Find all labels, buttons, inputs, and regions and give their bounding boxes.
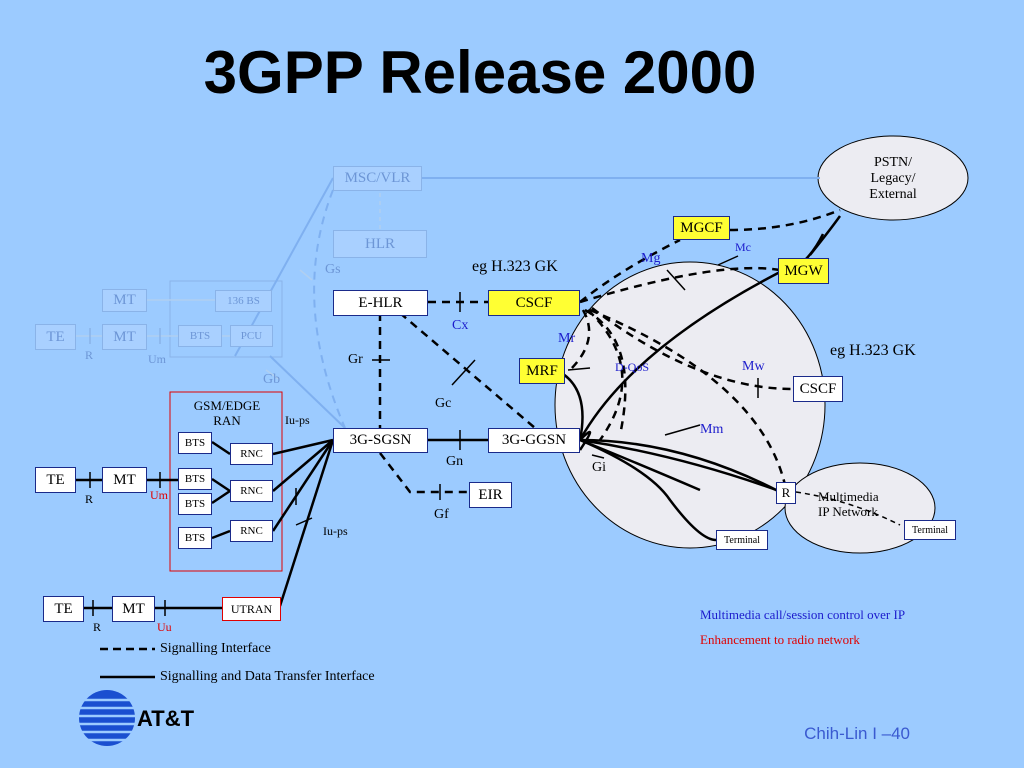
pcu-node: PCU — [230, 325, 273, 347]
mw-label: Mw — [742, 359, 765, 374]
r-bot-label: R — [93, 620, 102, 634]
mt-top-node: MT — [102, 289, 147, 312]
mc-label: Mc — [735, 240, 751, 254]
rnc-3-node: RNC — [230, 520, 273, 542]
rnc-1-node: RNC — [230, 443, 273, 465]
terminal-2-node: Terminal — [904, 520, 956, 540]
cscf-right-node: CSCF — [793, 376, 843, 402]
eir-node: EIR — [469, 482, 512, 508]
mrf-node: MRF — [519, 358, 565, 384]
hlr-node: HLR — [333, 230, 427, 258]
sgsn-node: 3G-SGSN — [333, 428, 428, 453]
mt-bot-node: MT — [112, 596, 155, 622]
iu-ps-bot-label: Iu-ps — [323, 524, 348, 538]
eg-h323-top-label: eg H.323 GK — [472, 258, 558, 275]
r-box-node: R — [776, 482, 796, 504]
terminal-1-node: Terminal — [716, 530, 768, 550]
bs136-node: 136 BS — [215, 290, 272, 312]
bts-3-node: BTS — [178, 493, 212, 515]
gn-label: Gn — [446, 454, 464, 469]
bts-4-node: BTS — [178, 527, 212, 549]
radio-note: Enhancement to radio network — [700, 632, 860, 647]
eg-h323-right-label: eg H.323 GK — [830, 342, 916, 359]
cscf-top-node: CSCF — [488, 290, 580, 316]
pstn-label: PSTN/ Legacy/ External — [869, 155, 917, 202]
multimedia-note: Multimedia call/session control over IP — [700, 607, 906, 622]
bts-1-node: BTS — [178, 432, 212, 454]
te-faded-node: TE — [35, 324, 76, 350]
te-bot-node: TE — [43, 596, 84, 622]
mgw-node: MGW — [778, 258, 829, 284]
rnc-2-node: RNC — [230, 480, 273, 502]
mm-label: Mm — [700, 422, 724, 437]
page-title: 3GPP Release 2000 — [203, 39, 757, 106]
slide-footer: Chih-Lin I –40 — [804, 724, 910, 743]
gsm-edge-ran-frame — [169, 391, 283, 572]
att-logo-text: AT&T — [137, 706, 195, 731]
e-hlr-node: E-HLR — [333, 290, 428, 316]
r-faded-label: R — [85, 348, 94, 362]
mr-label: Mr — [558, 331, 576, 346]
bts-2-node: BTS — [178, 468, 212, 490]
att-globe-icon — [79, 690, 135, 746]
faded-group-rect — [169, 280, 283, 358]
cx-label: Cx — [452, 318, 469, 333]
mt-faded-node: MT — [102, 324, 147, 350]
te-mid-node: TE — [35, 467, 76, 493]
legend-solid-label: Signalling and Data Transfer Interface — [160, 669, 375, 684]
mg-label: Mg — [641, 251, 661, 266]
r-mid-label: R — [85, 492, 94, 506]
gb-label: Gb — [263, 372, 281, 387]
gs-label: Gs — [325, 262, 341, 277]
um-mid-label: Um — [150, 488, 168, 502]
iu-ps-top-label: Iu-ps — [285, 413, 310, 427]
gi-label: Gi — [592, 460, 606, 475]
gf-label: Gf — [434, 507, 449, 522]
um-faded-label: Um — [148, 352, 166, 366]
gr-label: Gr — [348, 352, 363, 367]
ip-domain-ellipse — [554, 261, 826, 549]
mt-mid-node: MT — [102, 467, 147, 493]
gc-label: Gc — [435, 396, 452, 411]
ggsn-node: 3G-GGSN — [488, 428, 580, 453]
uu-label: Uu — [157, 620, 172, 634]
bts-faded-node: BTS — [178, 325, 222, 347]
multimedia-ip-label: Multimedia IP Network — [818, 489, 879, 519]
gsm-edge-ran-label: GSM/EDGE RAN — [193, 398, 261, 428]
d-qos-label: D-QoS — [615, 360, 650, 374]
msc-vlr-node: MSC/VLR — [333, 166, 422, 191]
mgcf-node: MGCF — [673, 216, 730, 240]
legend-dashed-label: Signalling Interface — [160, 641, 271, 656]
utran-node: UTRAN — [222, 597, 281, 621]
